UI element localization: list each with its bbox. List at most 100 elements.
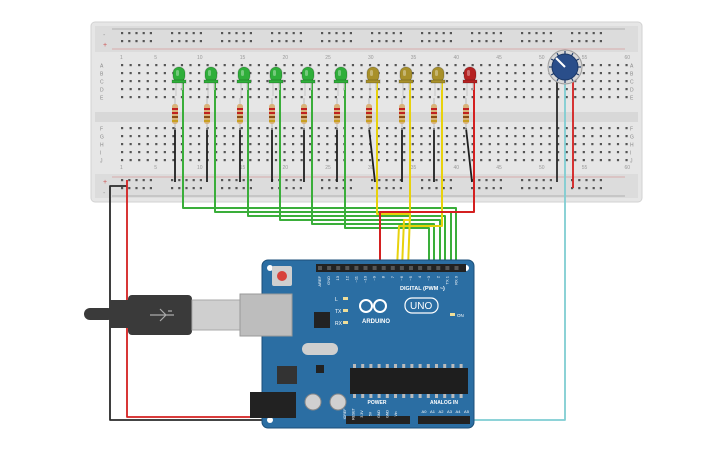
rail-hole: [185, 32, 188, 35]
rail-hole: [192, 187, 195, 190]
terminal-hole: [223, 143, 226, 146]
terminal-hole: [386, 143, 389, 146]
row-letter-left: A: [100, 64, 104, 70]
terminal-hole: [574, 127, 577, 130]
terminal-hole: [129, 151, 132, 154]
terminal-hole: [197, 72, 201, 75]
rail-hole: [528, 32, 531, 35]
rail-hole: [249, 32, 252, 35]
rail-hole: [349, 40, 352, 43]
digital-pin-label: ~11: [353, 275, 358, 282]
terminal-hole: [394, 151, 397, 154]
row-letter-right: J: [630, 159, 633, 165]
power-pin-label: RESET: [352, 407, 356, 420]
terminal-hole: [582, 88, 585, 91]
terminal-hole: [172, 96, 175, 99]
terminal-hole: [505, 151, 508, 154]
terminal-hole: [497, 64, 500, 67]
led-4: [268, 66, 284, 130]
terminal-hole: [223, 64, 226, 67]
rail-hole: [249, 187, 252, 190]
terminal-hole: [420, 151, 423, 154]
terminal-hole: [129, 96, 132, 99]
terminal-hole: [266, 88, 269, 91]
terminal-hole: [488, 88, 491, 91]
power-pin-label: IOREF: [343, 409, 347, 420]
terminal-hole: [197, 88, 201, 91]
terminal-hole: [539, 135, 543, 138]
resistor-band-3: [172, 116, 178, 118]
terminal-hole: [428, 96, 431, 99]
terminal-hole: [608, 96, 611, 99]
terminal-hole: [309, 64, 312, 67]
rail-hole: [221, 32, 224, 35]
terminal-hole: [377, 143, 380, 146]
rail-hole: [292, 187, 295, 190]
rail-hole: [149, 179, 152, 182]
terminal-hole: [411, 127, 414, 130]
terminal-hole: [403, 151, 406, 154]
rail-hole: [485, 40, 488, 43]
row-letter-right: H: [630, 143, 634, 149]
terminal-hole: [257, 64, 260, 67]
terminal-hole: [539, 80, 543, 83]
terminal-hole: [138, 80, 141, 83]
terminal-hole: [343, 64, 346, 67]
rail-hole: [321, 32, 324, 35]
terminal-hole: [283, 159, 286, 162]
terminal-hole: [326, 159, 329, 162]
rail-hole: [492, 187, 495, 190]
rail-hole: [571, 187, 574, 190]
resistor-band-3: [237, 116, 243, 118]
terminal-hole: [437, 96, 440, 99]
resistor-band-3: [334, 116, 340, 118]
terminal-hole: [616, 143, 620, 146]
terminal-hole: [223, 88, 226, 91]
terminal-hole: [360, 72, 363, 75]
column-number-top: 55: [582, 55, 588, 61]
terminal-hole: [625, 96, 628, 99]
wire-green-led-1: [182, 72, 457, 268]
usb-cable: [84, 293, 293, 337]
chip-pin: [361, 364, 365, 368]
analog-pin-label: A2: [439, 409, 445, 414]
board-led: [343, 321, 348, 324]
terminal-hole: [608, 80, 611, 83]
terminal-hole: [394, 135, 397, 138]
rail-hole: [178, 179, 181, 182]
terminal-hole: [189, 151, 192, 154]
rail-hole: [528, 40, 531, 43]
terminal-hole: [463, 151, 466, 154]
terminal-hole: [548, 127, 551, 130]
resistor-band-2: [301, 112, 307, 114]
rail-hole: [578, 179, 581, 182]
rail-hole: [571, 32, 574, 35]
terminal-hole: [206, 96, 209, 99]
terminal-hole: [274, 127, 278, 130]
terminal-hole: [411, 96, 414, 99]
arduino-model: UNO: [410, 301, 432, 312]
usb-symbol-icon: [150, 308, 174, 322]
chip-pin: [377, 364, 381, 368]
terminal-hole: [240, 88, 243, 91]
digital-pin-label: ~3: [426, 275, 431, 280]
terminal-hole: [488, 96, 491, 99]
rail-hole: [328, 40, 331, 43]
terminal-hole: [582, 151, 585, 154]
led-7: [365, 66, 381, 130]
led-rim: [236, 79, 252, 84]
digital-pin-label: 2: [435, 275, 440, 278]
terminal-hole: [557, 143, 560, 146]
rail-hole: [185, 187, 188, 190]
terminal-hole: [471, 135, 474, 138]
terminal-hole: [129, 80, 132, 83]
terminal-hole: [300, 151, 303, 154]
rail-hole: [128, 32, 131, 35]
terminal-hole: [616, 96, 620, 99]
rail-hole: [142, 40, 145, 43]
led-highlight: [403, 70, 406, 76]
terminal-hole: [163, 72, 166, 75]
rail-hole: [435, 40, 438, 43]
terminal-hole: [249, 135, 252, 138]
